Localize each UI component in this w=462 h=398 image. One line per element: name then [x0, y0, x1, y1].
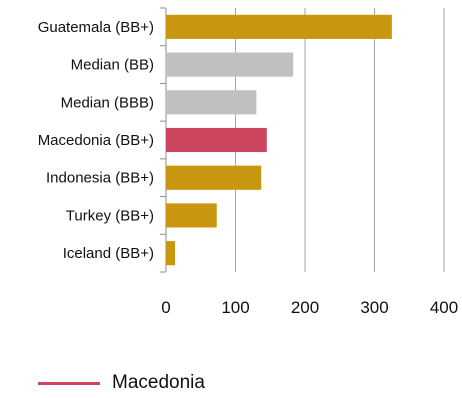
bar	[166, 52, 294, 77]
bar	[166, 165, 262, 190]
category-label: Median (BB)	[71, 57, 154, 74]
legend: Macedonia	[38, 372, 205, 394]
x-tick-label: 100	[221, 298, 249, 317]
category-label: Median (BBB)	[61, 94, 154, 111]
category-label: Iceland (BB+)	[63, 245, 154, 262]
legend-macedonia-label: Macedonia	[112, 372, 205, 393]
legend-macedonia-swatch	[38, 381, 100, 385]
category-label: Guatemala (BB+)	[38, 19, 154, 36]
x-tick-label: 200	[291, 298, 319, 317]
bar	[166, 241, 176, 266]
x-tick-label: 0	[161, 298, 170, 317]
bar	[166, 90, 257, 115]
x-tick-label: 300	[360, 298, 388, 317]
category-label: Turkey (BB+)	[66, 207, 154, 224]
x-tick-label: 400	[430, 298, 458, 317]
category-label: Macedonia (BB+)	[38, 132, 154, 149]
category-label: Indonesia (BB+)	[46, 170, 154, 187]
bar	[166, 14, 392, 39]
bar	[166, 127, 267, 153]
bar	[166, 203, 217, 228]
